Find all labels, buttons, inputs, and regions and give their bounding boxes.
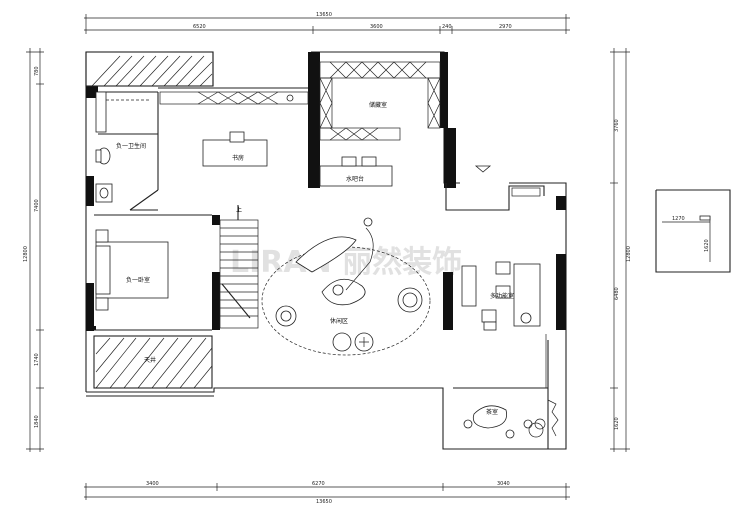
bottom-total-dimension: 13650	[316, 499, 332, 505]
left-total-dimension: 12800	[23, 246, 29, 262]
top-dimension-2: 3600	[370, 24, 383, 30]
bathroom-label: 负一卫生间	[116, 142, 146, 150]
left-dimension-1: 780	[34, 66, 40, 76]
left-dimension-chain: 12800 780 7400 1740 1840	[23, 48, 44, 452]
top-dimension-1: 6520	[193, 24, 206, 30]
right-dimension-2: 6480	[614, 287, 620, 300]
left-dimension-2: 7400	[34, 199, 40, 212]
water-bar: 水吧台	[319, 156, 393, 187]
storage-label: 储藏室	[369, 101, 387, 109]
right-dimension-1: 3760	[614, 119, 620, 132]
inset-dimension-2: 1620	[704, 239, 710, 252]
multipurpose-label: 多功能室	[490, 292, 514, 300]
bathroom: 负一卫生间	[95, 91, 159, 211]
bottom-dimension-chain: 3400 6270 3040 13650	[84, 481, 570, 505]
lounge-label: 休闲区	[330, 317, 348, 325]
hatched-balcony-top	[85, 51, 214, 87]
bottom-dimension-1: 3400	[146, 481, 159, 487]
top-dimension-4: 2970	[499, 24, 512, 30]
stair-up-label: 上	[236, 206, 242, 214]
courtyard-label: 天井	[144, 356, 156, 364]
inset-dimension-1: 1270	[672, 216, 685, 222]
tea-room: 茶室	[453, 340, 559, 449]
bedroom-label: 负一卧室	[126, 276, 150, 284]
left-dimension-4: 1840	[34, 415, 40, 428]
top-dimension-chain: 13650 6520 3600 240 2970	[84, 12, 570, 34]
bedroom: 负一卧室	[94, 214, 212, 331]
right-dimension-chain: 3760 6480 1620 12800	[610, 48, 632, 452]
right-total-dimension: 12800	[626, 246, 632, 262]
staircase: 上	[219, 205, 259, 329]
hatched-courtyard: 天井	[93, 335, 213, 389]
study: 书房	[159, 91, 309, 167]
tea-room-label: 茶室	[486, 408, 498, 416]
bottom-dimension-3: 3040	[497, 481, 510, 487]
multipurpose-room: 多功能室	[445, 165, 547, 388]
storage-room: 储藏室	[319, 61, 441, 141]
bottom-dimension-2: 6270	[312, 481, 325, 487]
top-dimension-3: 240	[442, 24, 452, 30]
water-bar-label: 水吧台	[346, 175, 364, 183]
watermark: LIRAN 丽然装饰	[230, 245, 462, 280]
right-dimension-3: 1620	[614, 417, 620, 430]
left-dimension-3: 1740	[34, 353, 40, 366]
study-label: 书房	[232, 154, 244, 162]
top-total-dimension: 13650	[316, 12, 332, 18]
lounge-area: 休闲区	[261, 217, 431, 356]
exterior-walls	[85, 51, 567, 450]
inset-detail: 1270 1620	[655, 189, 731, 273]
